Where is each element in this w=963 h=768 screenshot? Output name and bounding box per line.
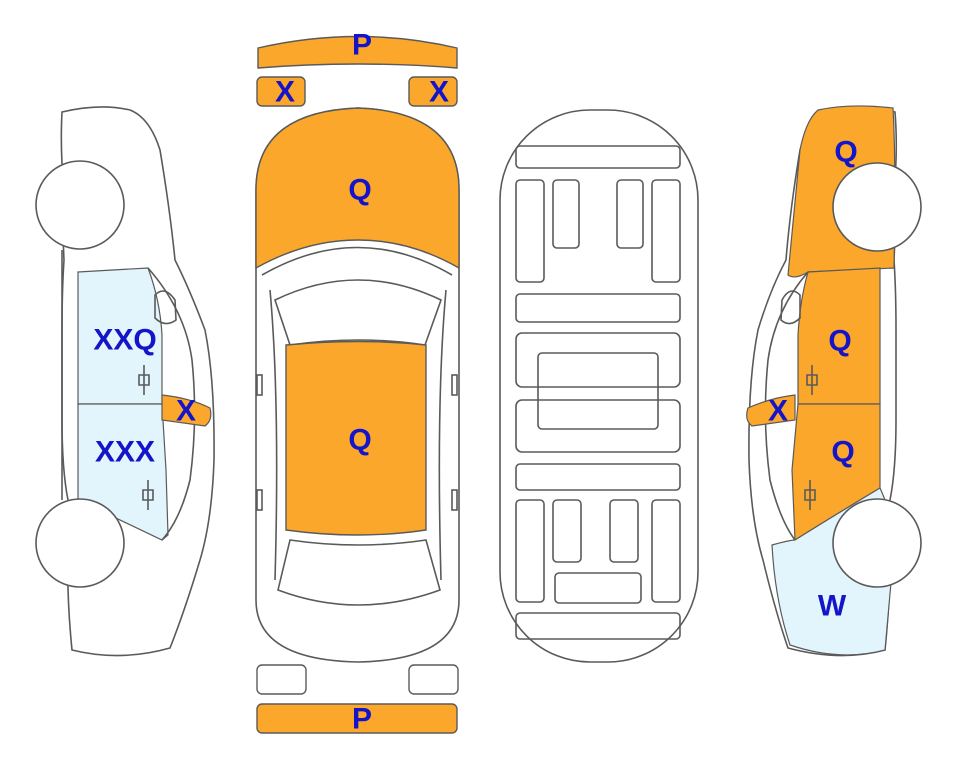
right-front-door-label: Q (828, 325, 851, 358)
left-mirror-top-label: X (275, 76, 295, 109)
left-mirror-label: X (176, 395, 196, 428)
left-mirror-panel[interactable] (161, 394, 212, 427)
roof-label: Q (348, 424, 371, 457)
roof-panel[interactable] (285, 340, 427, 536)
right-front-wheel (832, 162, 922, 252)
left-front-wheel (35, 160, 125, 250)
left-rear-wheel (35, 498, 125, 588)
right-rear-quarter-label: W (818, 590, 847, 623)
hood-panel[interactable] (255, 107, 460, 270)
right-mirror-panel[interactable] (746, 394, 796, 427)
right-mirror-label: X (768, 395, 788, 428)
front-bumper-label: P (352, 29, 372, 62)
rear-bumper-panel[interactable] (256, 703, 458, 734)
front-bumper-panel[interactable] (257, 35, 458, 69)
right-front-fender-label: Q (834, 136, 857, 169)
right-rear-door-label: Q (831, 436, 854, 469)
left-rear-light (256, 664, 307, 695)
rear-bumper-label: P (352, 703, 372, 736)
left-rear-door-label: XXX (95, 436, 155, 469)
top-view: P X X Q Q P (255, 29, 460, 736)
hood-label: Q (348, 174, 371, 207)
underbody-view (499, 109, 699, 663)
left-mirror-top-panel[interactable] (256, 76, 306, 107)
right-rear-wheel (832, 498, 922, 588)
left-front-door-label: XXQ (93, 324, 156, 357)
left-front-door-panel[interactable] (77, 267, 163, 405)
right-side-view: Q Q Q X W (746, 105, 922, 657)
right-mirror-top-label: X (429, 76, 449, 109)
left-side-view: XXQ XXX X (35, 106, 215, 657)
right-mirror-top-panel[interactable] (408, 76, 458, 107)
right-rear-light (408, 664, 459, 695)
